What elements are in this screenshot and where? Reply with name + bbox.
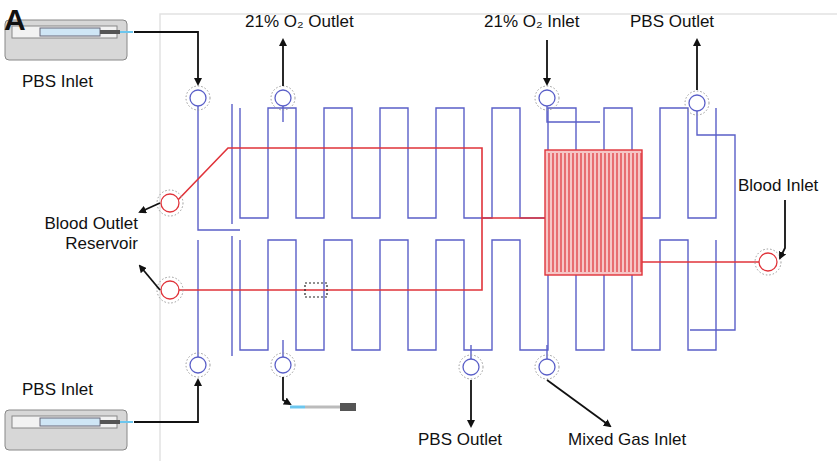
feed-channel xyxy=(198,106,240,230)
fine-channel xyxy=(592,153,593,272)
serpentine-channel xyxy=(240,240,716,350)
fine-channel xyxy=(568,153,569,272)
fine-channel xyxy=(620,153,621,272)
fine-channel xyxy=(616,153,617,272)
needle xyxy=(290,403,356,411)
fine-channel xyxy=(548,153,549,272)
fine-channel xyxy=(640,153,641,272)
port-label: Mixed Gas Inlet xyxy=(568,430,686,450)
feed-channel xyxy=(231,104,232,356)
feed-channel xyxy=(197,240,198,357)
oxygenator-channels xyxy=(549,153,641,272)
chip-substrate xyxy=(160,14,837,461)
fine-channel xyxy=(596,153,597,272)
fine-channel xyxy=(572,153,573,272)
fine-channel xyxy=(584,153,585,272)
fine-channel xyxy=(604,153,605,272)
fine-channel xyxy=(580,153,581,272)
fine-channel xyxy=(564,153,565,272)
blood-channels xyxy=(175,148,760,290)
fine-channel xyxy=(560,153,561,272)
ports xyxy=(190,90,705,375)
port-label: 21% O₂ Outlet xyxy=(245,12,354,32)
blood-ports xyxy=(161,194,777,299)
oxygenator-array xyxy=(545,150,642,275)
fine-channel xyxy=(588,153,589,272)
port-label: Blood Outlet Reservoir xyxy=(10,214,138,255)
port-label: PBS Outlet xyxy=(630,12,714,32)
fine-channel xyxy=(632,153,633,272)
fine-channel xyxy=(636,153,637,272)
port-label: 21% O₂ Inlet xyxy=(484,12,579,32)
feed-channel xyxy=(282,106,283,122)
fine-channel xyxy=(576,153,577,272)
port-rings xyxy=(157,86,781,379)
pbs-gas-channels xyxy=(198,104,735,359)
feed-channel xyxy=(547,106,600,122)
serpentine-channel xyxy=(240,108,716,218)
zoom-region xyxy=(305,283,327,297)
port-label: Blood Inlet xyxy=(738,176,818,196)
port-label: PBS Inlet xyxy=(22,72,93,92)
feed-channel xyxy=(546,345,547,359)
port-label: PBS Outlet xyxy=(418,430,502,450)
syringe-pump xyxy=(5,410,133,450)
fine-channel xyxy=(612,153,613,272)
feed-channel xyxy=(282,340,283,357)
fine-channel xyxy=(556,153,557,272)
fine-channel xyxy=(624,153,625,272)
leader-arrows xyxy=(134,32,785,426)
fine-channel xyxy=(628,153,629,272)
fine-channel xyxy=(608,153,609,272)
port-label: PBS Inlet xyxy=(22,380,93,400)
fine-channel xyxy=(600,153,601,272)
fine-channel xyxy=(552,153,553,272)
feed-channel xyxy=(470,345,471,359)
feed-channel xyxy=(690,111,735,330)
panel-letter: A xyxy=(4,2,26,38)
